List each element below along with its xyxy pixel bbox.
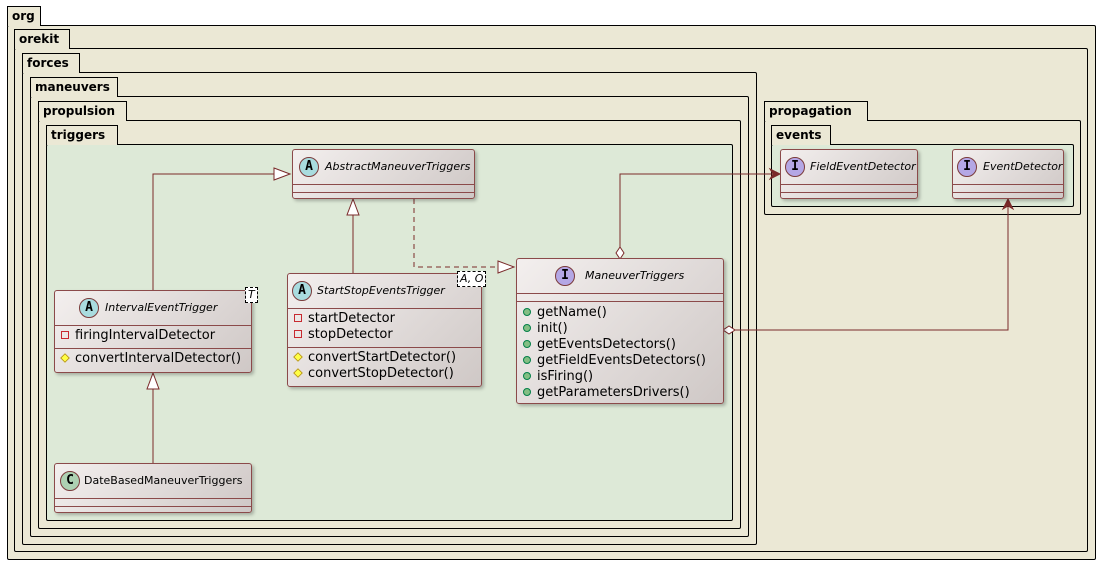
public-visibility-icon bbox=[523, 307, 531, 316]
abstract-class-icon: A bbox=[79, 298, 99, 318]
interface-icon: I bbox=[957, 157, 977, 177]
package-propagation-tab: propagation bbox=[764, 101, 868, 121]
protected-visibility-icon bbox=[293, 351, 303, 362]
edge-abstract-implements-maneuvertriggers bbox=[413, 199, 498, 268]
type-parameter: T bbox=[245, 287, 258, 303]
class-abstract-maneuver-triggers[interactable]: A AbstractManeuverTriggers bbox=[292, 149, 475, 199]
package-propulsion-tab: propulsion bbox=[38, 101, 127, 121]
class-start-stop-events-trigger[interactable]: A StartStopEventsTrigger startDetector s… bbox=[287, 273, 482, 387]
method-getEventsDetectors: getEventsDetectors() bbox=[517, 337, 723, 353]
abstract-class-icon: A bbox=[292, 281, 312, 301]
protected-visibility-icon bbox=[60, 352, 70, 363]
public-visibility-icon bbox=[523, 323, 531, 332]
field-firingIntervalDetector: firingIntervalDetector bbox=[55, 328, 251, 344]
method-convertStartDetector: convertStartDetector() bbox=[288, 350, 481, 366]
class-name: ManeuverTriggers bbox=[585, 269, 685, 282]
class-interval-event-trigger[interactable]: A IntervalEventTrigger firingIntervalDet… bbox=[54, 290, 252, 373]
package-events-label: events bbox=[776, 128, 822, 142]
package-orekit-label: orekit bbox=[19, 32, 60, 46]
class-date-based-maneuver-triggers[interactable]: C DateBasedManeuverTriggers bbox=[54, 463, 252, 513]
arrowhead-association-2 bbox=[1001, 197, 1015, 211]
field-stopDetector: stopDetector bbox=[288, 327, 481, 343]
arrowhead-generalization-3 bbox=[146, 371, 160, 390]
method-getName: getName() bbox=[517, 305, 723, 321]
package-org-label: org bbox=[12, 9, 35, 23]
arrowhead-realization bbox=[497, 260, 516, 274]
package-orekit-tab: orekit bbox=[14, 29, 70, 49]
interface-maneuver-triggers[interactable]: I ManeuverTriggers getName() init() getE… bbox=[516, 258, 724, 404]
method-getFieldEventsDetectors: getFieldEventsDetectors() bbox=[517, 353, 723, 369]
public-visibility-icon bbox=[523, 355, 531, 364]
package-maneuvers-label: maneuvers bbox=[35, 80, 110, 94]
class-name: FieldEventDetector bbox=[810, 160, 916, 173]
private-visibility-icon bbox=[61, 330, 69, 339]
type-parameter: A, O bbox=[457, 271, 487, 287]
arrowhead-association-1 bbox=[768, 167, 782, 181]
package-triggers-tab: triggers bbox=[46, 125, 118, 145]
edge-maneuvertriggers-fielddetector bbox=[619, 173, 772, 247]
edge-maneuvertriggers-eventdetector bbox=[735, 207, 1009, 331]
class-name: IntervalEventTrigger bbox=[105, 301, 218, 314]
protected-visibility-icon bbox=[293, 367, 303, 378]
method-convertStopDetector: convertStopDetector() bbox=[288, 366, 481, 382]
public-visibility-icon bbox=[523, 371, 531, 380]
interface-icon: I bbox=[785, 157, 805, 177]
public-visibility-icon bbox=[523, 387, 531, 396]
class-name: EventDetector bbox=[983, 160, 1063, 173]
package-forces-label: forces bbox=[27, 56, 69, 70]
arrowhead-generalization-2 bbox=[346, 197, 360, 216]
package-propagation-label: propagation bbox=[769, 104, 852, 118]
private-visibility-icon bbox=[294, 313, 302, 322]
arrowhead-generalization-1 bbox=[273, 167, 292, 181]
package-events-tab: events bbox=[771, 125, 831, 145]
interface-event-detector[interactable]: I EventDetector bbox=[952, 149, 1064, 199]
package-forces-tab: forces bbox=[22, 53, 80, 73]
package-propulsion-label: propulsion bbox=[43, 104, 116, 118]
class-name: StartStopEventsTrigger bbox=[317, 284, 445, 297]
interface-field-event-detector[interactable]: I FieldEventDetector bbox=[780, 149, 918, 199]
private-visibility-icon bbox=[294, 329, 302, 338]
diamond-aggregation-2 bbox=[722, 325, 736, 335]
method-init: init() bbox=[517, 321, 723, 337]
interface-icon: I bbox=[555, 266, 575, 286]
method-isFiring: isFiring() bbox=[517, 369, 723, 385]
class-name: AbstractManeuverTriggers bbox=[325, 160, 471, 173]
edge-interval-extends-abstract bbox=[152, 173, 274, 290]
class-icon: C bbox=[60, 471, 80, 491]
public-visibility-icon bbox=[523, 339, 531, 348]
method-getParametersDrivers: getParametersDrivers() bbox=[517, 385, 723, 401]
class-name: DateBasedManeuverTriggers bbox=[84, 474, 243, 487]
package-maneuvers-tab: maneuvers bbox=[30, 77, 118, 97]
package-triggers-label: triggers bbox=[51, 128, 106, 142]
abstract-class-icon: A bbox=[299, 157, 319, 177]
method-convertIntervalDetector: convertIntervalDetector() bbox=[55, 351, 251, 367]
package-org-tab: org bbox=[7, 6, 41, 26]
field-startDetector: startDetector bbox=[288, 311, 481, 327]
